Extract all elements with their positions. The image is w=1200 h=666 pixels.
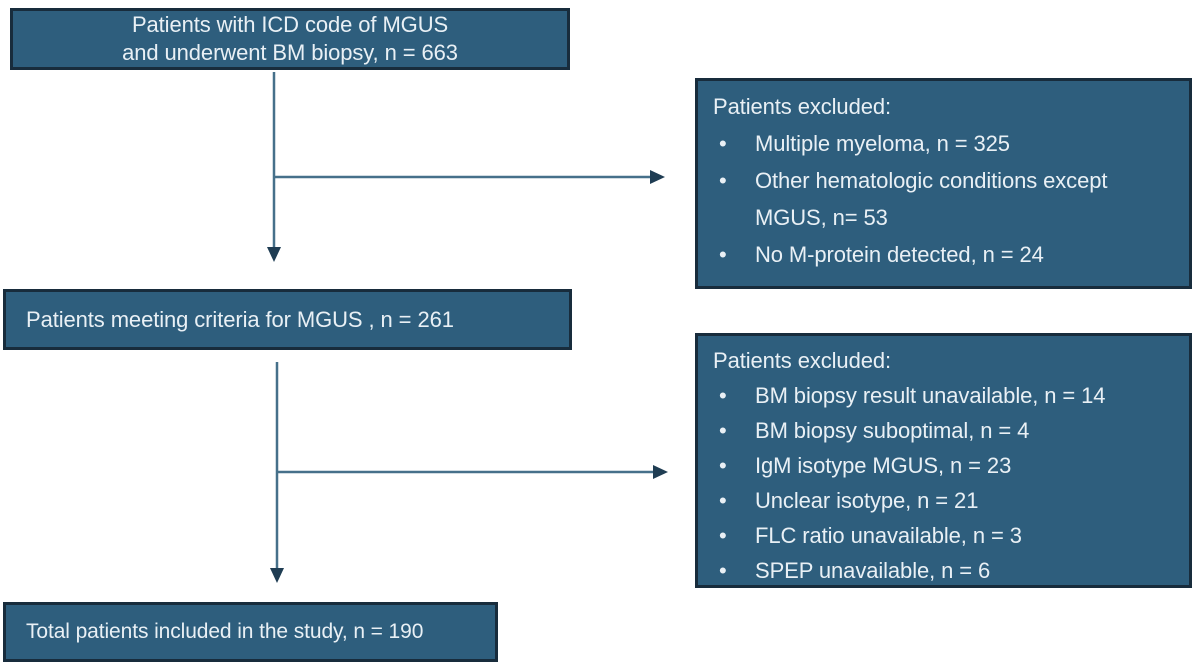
- box-meeting-criteria: Patients meeting criteria for MGUS , n =…: [3, 289, 572, 350]
- exclusion-item-text: Multiple myeloma, n = 325: [755, 131, 1010, 156]
- bullet-icon: •: [719, 418, 727, 443]
- arrow2-down-arrowhead-icon: [270, 568, 284, 583]
- exclusion-item: • BM biopsy suboptimal, n = 4: [713, 413, 1181, 448]
- exclusion-item-text: FLC ratio unavailable, n = 3: [755, 523, 1022, 548]
- bullet-icon: •: [719, 488, 727, 513]
- exclusion-item: • IgM isotype MGUS, n = 23: [713, 448, 1181, 483]
- exclusion-item-text: Unclear isotype, n = 21: [755, 488, 979, 513]
- bullet-icon: •: [719, 453, 727, 478]
- bullet-icon: •: [719, 131, 727, 156]
- exclusion-item: • SPEP unavailable, n = 6: [713, 553, 1181, 588]
- box-meeting-criteria-label: Patients meeting criteria for MGUS , n =…: [26, 306, 454, 332]
- exclusion-item: • FLC ratio unavailable, n = 3: [713, 518, 1181, 553]
- exclusion-item: • Other hematologic conditions except MG…: [713, 162, 1181, 236]
- bullet-icon: •: [719, 523, 727, 548]
- box-exclusions-second: Patients excluded: • BM biopsy result un…: [695, 333, 1192, 588]
- exclusion-item-text: SPEP unavailable, n = 6: [755, 558, 991, 583]
- exclusion-item: • Multiple myeloma, n = 325: [713, 125, 1181, 162]
- exclusion-item: • BM biopsy result unavailable, n = 14: [713, 378, 1181, 413]
- exclusion-item-text: No M-protein detected, n = 24: [755, 242, 1044, 267]
- arrow1-right-arrowhead-icon: [650, 170, 665, 184]
- bullet-icon: •: [719, 242, 727, 267]
- arrow1-down-arrowhead-icon: [267, 247, 281, 262]
- box-patients-icd-mgus-line2: and underwent BM biopsy, n = 663: [122, 40, 458, 65]
- exclusion-item-text: IgM isotype MGUS, n = 23: [755, 453, 1012, 478]
- box-total-included: Total patients included in the study, n …: [3, 602, 498, 662]
- exclusions-first-title: Patients excluded:: [713, 94, 891, 119]
- exclusion-item-text: BM biopsy suboptimal, n = 4: [755, 418, 1030, 443]
- box-exclusions-first: Patients excluded: • Multiple myeloma, n…: [695, 78, 1192, 289]
- bullet-icon: •: [719, 558, 727, 583]
- box-patients-icd-mgus-line1: Patients with ICD code of MGUS: [131, 12, 449, 37]
- exclusion-item: • No M-protein detected, n = 24: [713, 236, 1181, 273]
- exclusion-item-text: BM biopsy result unavailable, n = 14: [755, 383, 1106, 408]
- box-total-included-label: Total patients included in the study, n …: [26, 620, 424, 643]
- exclusion-item-text: Other hematologic conditions except MGUS…: [755, 168, 1108, 230]
- exclusions-second-title: Patients excluded:: [713, 348, 891, 373]
- arrow2-right-arrowhead-icon: [653, 465, 668, 479]
- bullet-icon: •: [719, 383, 727, 408]
- exclusion-item: • Unclear isotype, n = 21: [713, 483, 1181, 518]
- bullet-icon: •: [719, 168, 727, 193]
- box-patients-icd-mgus: Patients with ICD code of MGUS and under…: [10, 8, 570, 70]
